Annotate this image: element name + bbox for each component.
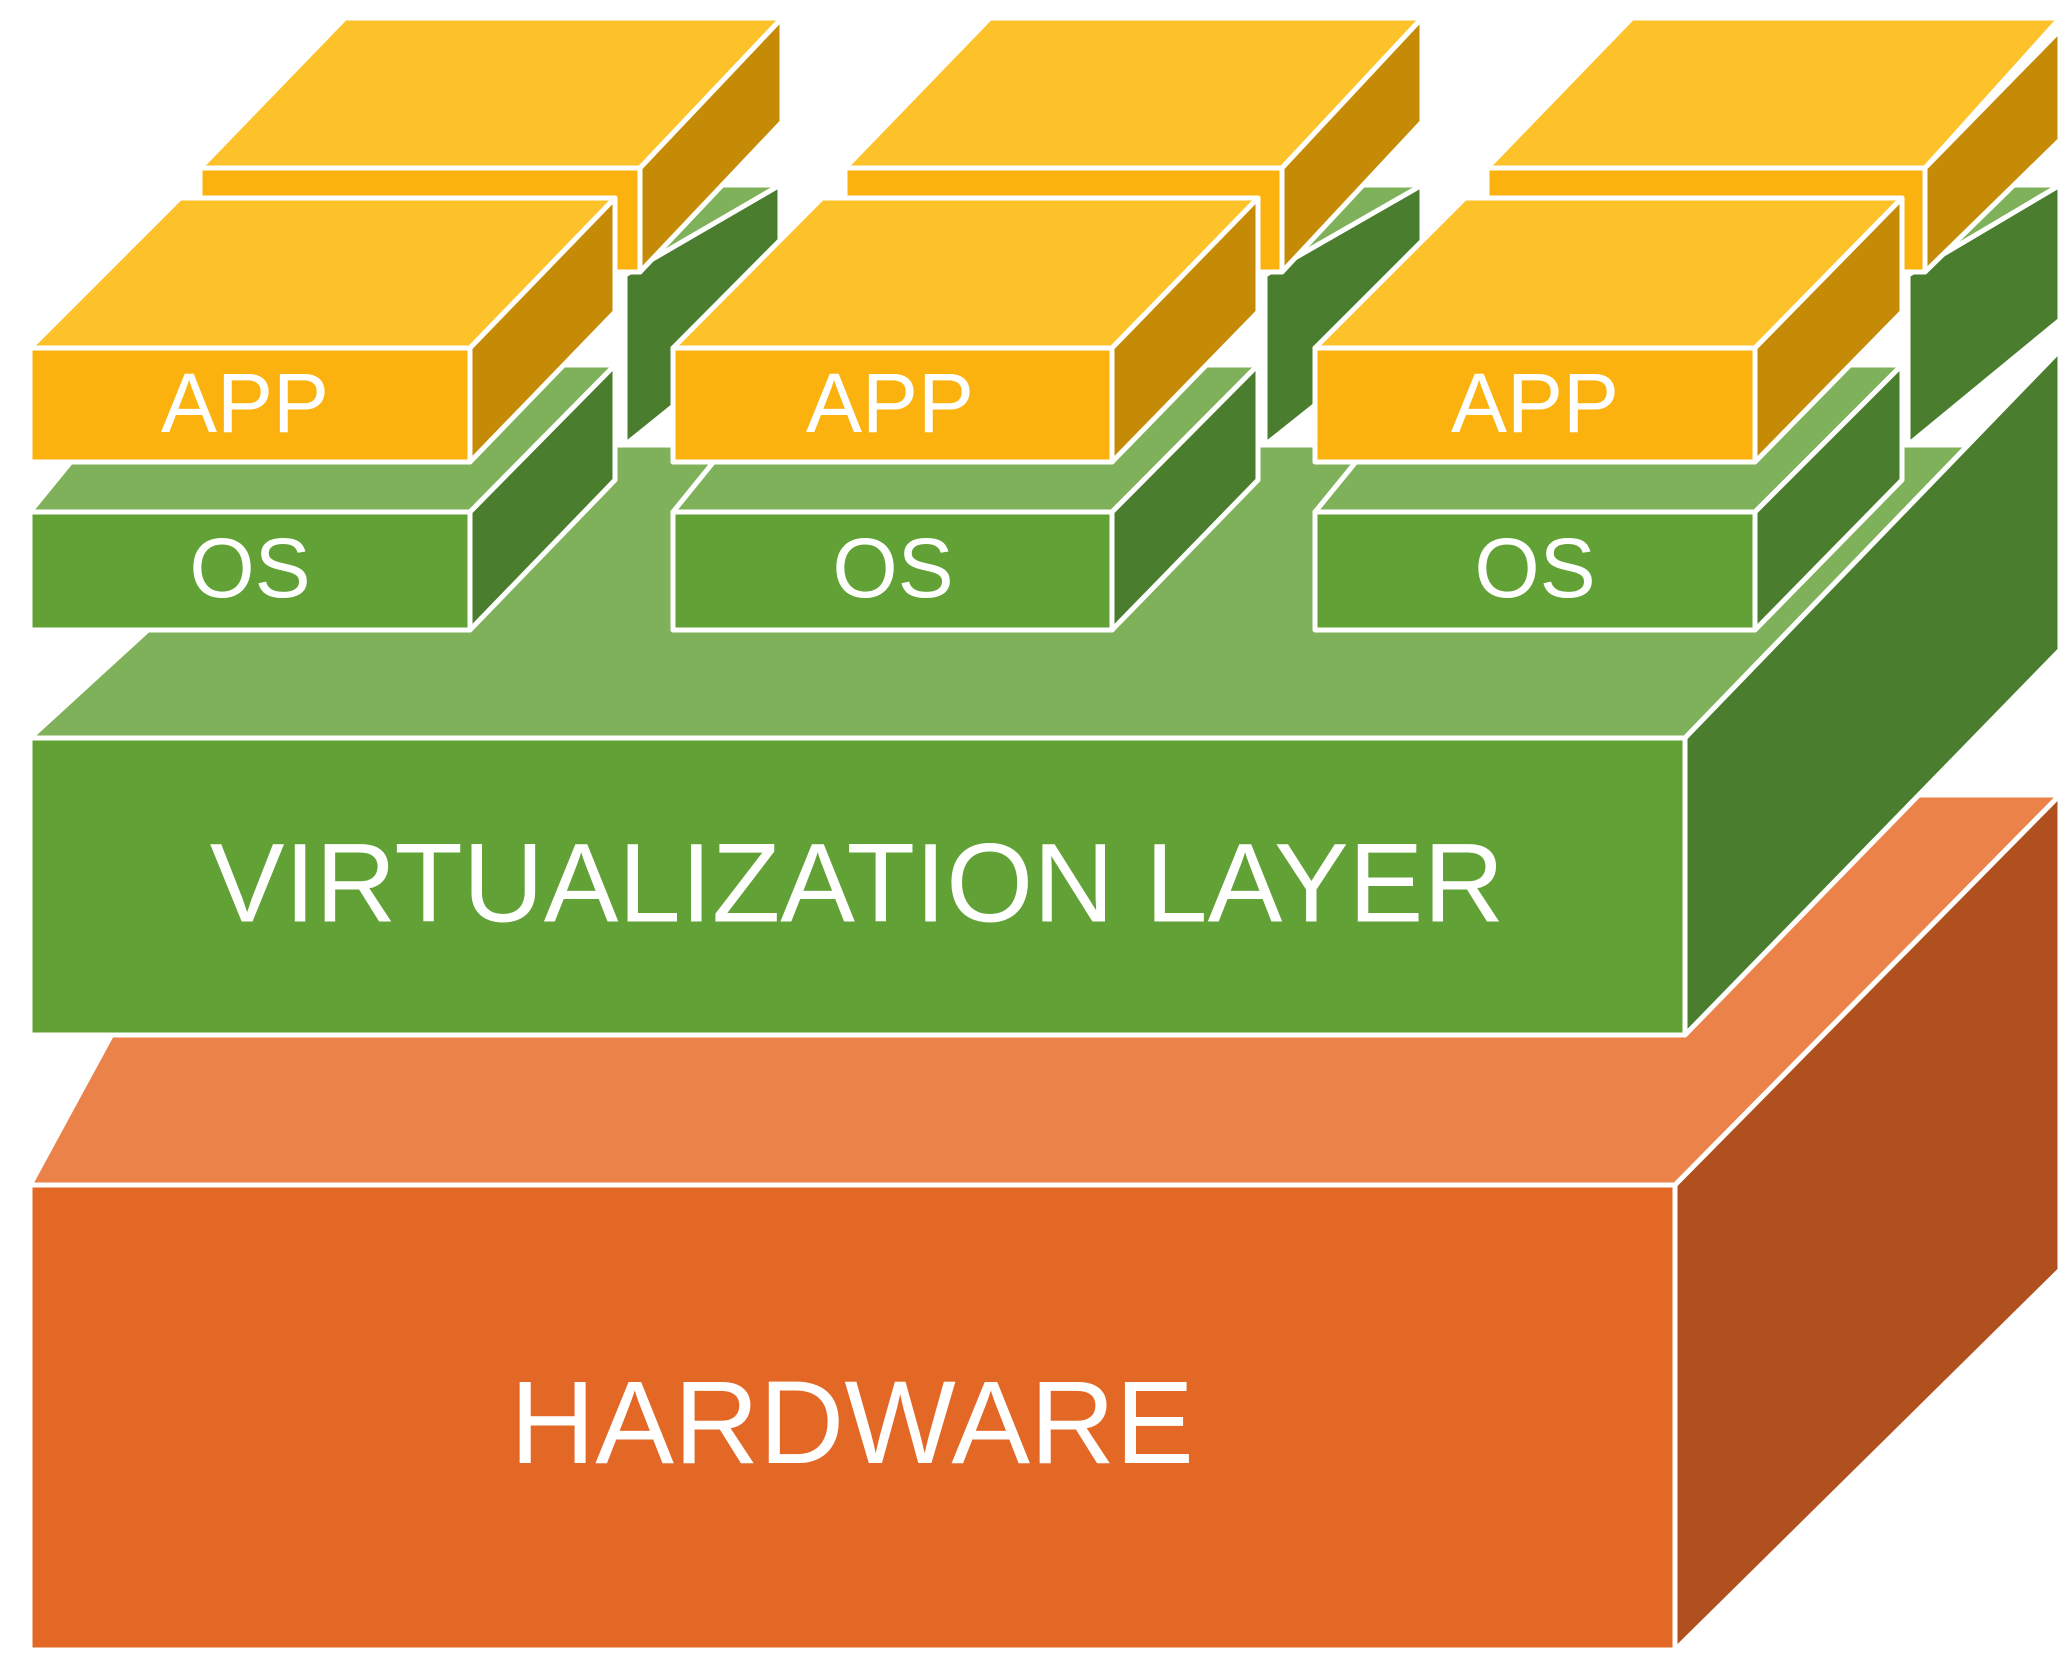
os-slab-3-front xyxy=(1312,509,1758,633)
os-label-1: OS xyxy=(189,521,310,615)
hardware-label: HARDWARE xyxy=(510,1357,1194,1489)
app-slab-3-front xyxy=(1312,345,1758,465)
app-slab-3: APP xyxy=(1312,195,1905,465)
virtualization-label: VIRTUALIZATION LAYER xyxy=(210,821,1505,946)
front-row-app-slabs: APP APP APP xyxy=(27,195,1905,465)
app-label-2: APP xyxy=(806,356,974,450)
os-slab-1-front xyxy=(27,509,473,633)
app-label-1: APP xyxy=(161,356,329,450)
front-row-os-slabs: OS OS OS xyxy=(27,362,1905,633)
os-slab-2-front xyxy=(670,509,1115,633)
hardware-front-face xyxy=(27,1182,1678,1653)
os-label-2: OS xyxy=(832,521,953,615)
app-slab-2-front xyxy=(670,345,1115,465)
app-slab-1-front xyxy=(27,345,473,465)
app-slab-2: APP xyxy=(670,195,1261,465)
os-label-3: OS xyxy=(1474,521,1595,615)
virtualization-front-face xyxy=(27,735,1688,1038)
os-slab-3: OS xyxy=(1312,362,1905,633)
app-slab-1: APP xyxy=(27,195,618,465)
app-label-3: APP xyxy=(1451,356,1619,450)
